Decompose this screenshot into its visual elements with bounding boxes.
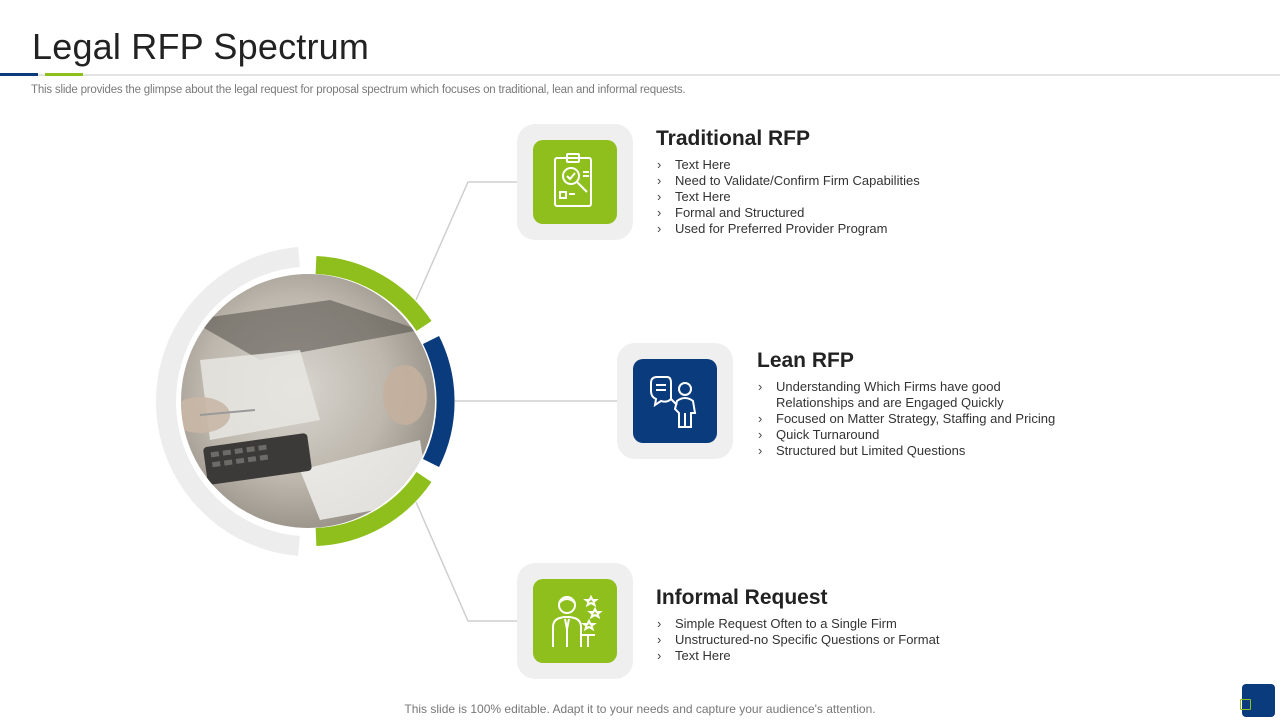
list-item: Understanding Which Firms have good Rela… [757, 379, 1011, 411]
bullet-list: Simple Request Often to a Single Firm Un… [656, 616, 939, 664]
section-informal-request: Informal Request Simple Request Often to… [656, 586, 939, 664]
green-arc-bottom [315, 471, 432, 546]
list-item: Quick Turnaround [757, 427, 1077, 443]
list-item: Formal and Structured [656, 205, 920, 221]
title-divider [0, 74, 1280, 76]
tile-traditional-rfp [517, 124, 633, 240]
list-item: Focused on Matter Strategy, Staffing and… [757, 411, 1077, 427]
bullet-list: Text Here Need to Validate/Confirm Firm … [656, 157, 920, 237]
tile-icon-bg [533, 579, 617, 663]
tile-icon-bg [533, 140, 617, 224]
accent-bar-green [45, 73, 83, 76]
section-lean-rfp: Lean RFP Understanding Which Firms have … [757, 349, 1077, 459]
outer-gray-arc [156, 247, 300, 556]
list-item: Unstructured-no Specific Questions or Fo… [656, 632, 939, 648]
presenter-icon [650, 376, 697, 428]
square-icon [1240, 699, 1251, 710]
photo-image [181, 274, 435, 528]
list-item: Need to Validate/Confirm Firm Capabiliti… [656, 173, 920, 189]
navy-arc-middle [422, 335, 455, 468]
connector-line-bottom [415, 501, 517, 622]
page-title: Legal RFP Spectrum [32, 26, 370, 67]
businessman-rating-icon [552, 594, 603, 647]
list-item: Text Here [656, 648, 939, 664]
list-item: Text Here [656, 189, 920, 205]
tile-informal-request [517, 563, 633, 679]
section-title: Lean RFP [757, 349, 854, 372]
tile-lean-rfp [617, 343, 733, 459]
section-title: Traditional RFP [656, 127, 811, 150]
tile-icon-bg [633, 359, 717, 443]
accent-bar-navy [0, 73, 38, 76]
corner-nav-button[interactable] [1240, 684, 1275, 717]
page-subtitle: This slide provides the glimpse about th… [31, 84, 686, 96]
list-item: Structured but Limited Questions [757, 443, 1077, 459]
bullet-list: Understanding Which Firms have good Rela… [757, 379, 1077, 459]
checklist-icon [554, 153, 592, 207]
footer-note: This slide is 100% editable. Adapt it to… [404, 702, 876, 716]
list-item: Text Here [656, 157, 920, 173]
green-arc-top [315, 256, 432, 332]
section-title: Informal Request [656, 586, 828, 609]
connector-line-top [415, 181, 517, 301]
list-item: Simple Request Often to a Single Firm [656, 616, 939, 632]
section-traditional-rfp: Traditional RFP Text Here Need to Valida… [656, 127, 920, 237]
list-item: Used for Preferred Provider Program [656, 221, 920, 237]
